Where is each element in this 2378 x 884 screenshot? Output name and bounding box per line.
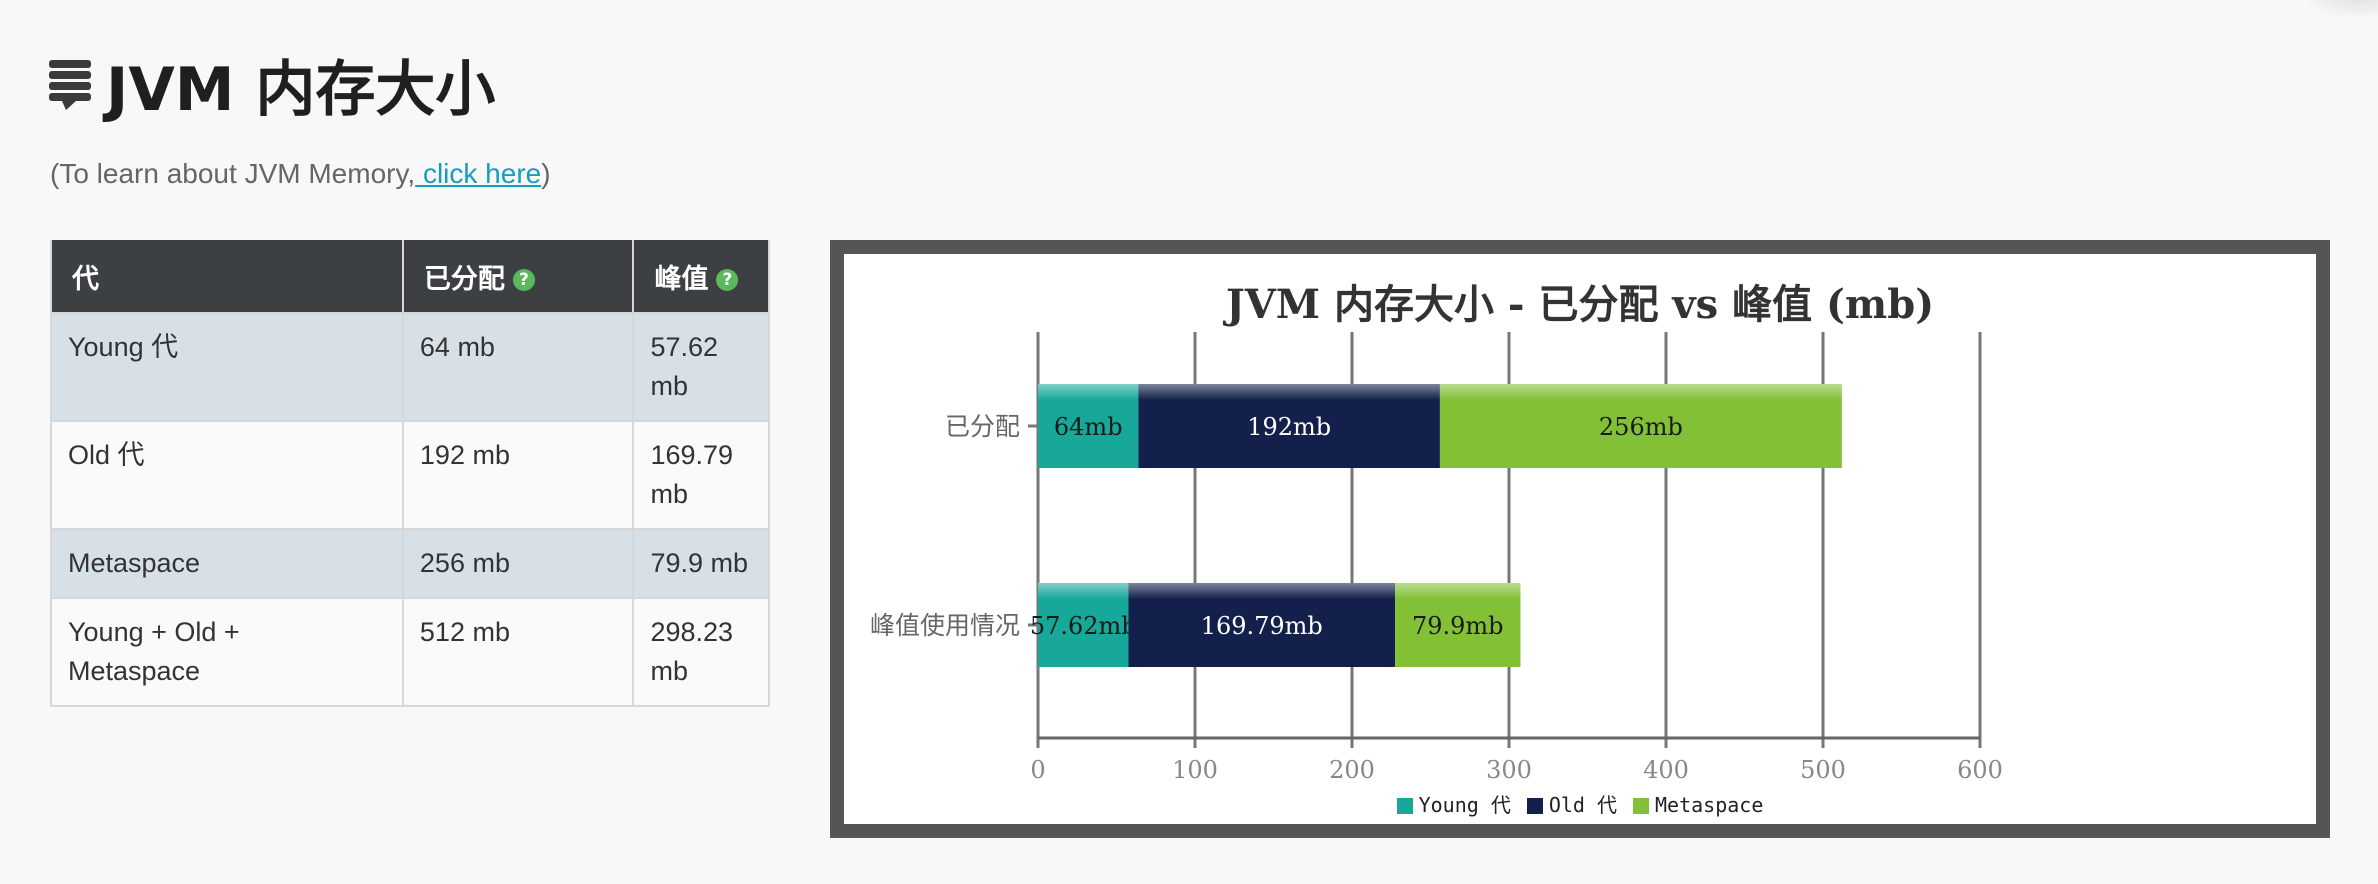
click-here-link[interactable]: click here <box>415 158 542 189</box>
header-allocated: 已分配? <box>401 240 635 314</box>
table-cell: 169.79 mb <box>632 420 770 530</box>
legend-swatch <box>1526 798 1543 814</box>
bar-data-label: 64mb <box>1054 413 1123 441</box>
y-category-label: 峰值使用情况 <box>870 611 1020 640</box>
x-tick-label: 200 <box>1329 756 1375 784</box>
help-icon[interactable]: ? <box>716 269 739 291</box>
legend-item[interactable]: Young 代 <box>1396 789 1511 818</box>
x-tick-label: 400 <box>1643 756 1689 784</box>
chart-area: JVM 内存大小 - 已分配 vs 峰值 (mb) 0 100 200 300 400 5… <box>844 254 2316 824</box>
table-cell: Old 代 <box>50 420 404 530</box>
learn-suffix: ) <box>541 158 551 189</box>
legend-label: Old 代 <box>1548 793 1618 817</box>
corner-shadow <box>2298 0 2378 20</box>
legend-swatch <box>1633 798 1650 814</box>
bar-highlight <box>1038 583 1129 599</box>
help-icon[interactable]: ? <box>512 269 535 291</box>
table-cell: Young + Old + Metaspace <box>50 597 404 707</box>
table-row: Old 代 192 mb 169.79 mb <box>50 420 770 530</box>
table-row: Metaspace 256 mb 79.9 mb <box>50 528 770 599</box>
bar-highlight <box>1395 583 1521 599</box>
bar-data-label: 169.79mb <box>1201 612 1323 640</box>
table-cell: 298.23 mb <box>632 597 770 707</box>
header-generation: 代 <box>50 240 404 314</box>
x-tick-label: 300 <box>1486 756 1532 784</box>
table-cell: 57.62 mb <box>632 312 770 422</box>
bar-data-label: 192mb <box>1247 413 1331 441</box>
table-cell: Young 代 <box>50 312 404 422</box>
table-cell: 256 mb <box>401 528 635 599</box>
legend-swatch <box>1396 798 1413 814</box>
bar-highlight <box>1128 583 1396 599</box>
legend-item[interactable]: Metaspace <box>1633 793 1763 817</box>
x-tick-label: 100 <box>1172 756 1218 784</box>
table-cell: 79.9 mb <box>632 528 770 599</box>
learn-prefix: (To learn about JVM Memory, <box>50 158 416 189</box>
list-speech-icon <box>49 60 91 110</box>
bar-highlight <box>1038 384 1139 400</box>
table-row: Young 代 64 mb 57.62 mb <box>50 312 770 422</box>
bar-data-label: 256mb <box>1599 413 1683 441</box>
legend-item[interactable]: Old 代 <box>1526 789 1618 818</box>
chart-legend: Young 代 Old 代 Metaspace <box>844 789 2316 818</box>
page-title: JVM 内存大小 <box>106 54 496 125</box>
legend-label: Metaspace <box>1655 793 1764 817</box>
legend-label: Young 代 <box>1418 793 1511 817</box>
table-cell: 64 mb <box>401 312 635 422</box>
x-tick-label: 600 <box>1957 756 2003 784</box>
table-cell: 512 mb <box>401 597 635 707</box>
table-cell: 192 mb <box>401 420 635 530</box>
x-tick-label: 0 <box>1030 756 1045 784</box>
bar-highlight <box>1439 384 1842 400</box>
x-tick-label: 500 <box>1800 756 1846 784</box>
title-row: JVM 内存大小 <box>48 44 495 125</box>
header-peak: 峰值? <box>632 240 770 314</box>
bar-highlight <box>1138 384 1440 400</box>
table-cell: Metaspace <box>50 528 404 599</box>
bar-data-label: 57.62mb <box>1030 612 1137 640</box>
table-header-row: 代 已分配? 峰值? <box>50 240 770 314</box>
memory-table: 代 已分配? 峰值? Young 代 64 mb 57.62 mb Old 代 … <box>50 240 770 707</box>
chart-frame: JVM 内存大小 - 已分配 vs 峰值 (mb) 0 100 200 300 400 5… <box>830 240 2330 838</box>
bar-data-label: 79.9mb <box>1412 612 1504 640</box>
learn-more-line: (To learn about JVM Memory, click here) <box>50 158 551 190</box>
table-row: Young + Old + Metaspace 512 mb 298.23 mb <box>50 597 770 707</box>
y-category-label: 已分配 <box>945 412 1020 441</box>
chart-title: JVM 内存大小 - 已分配 vs 峰值 (mb) <box>1225 281 1935 328</box>
